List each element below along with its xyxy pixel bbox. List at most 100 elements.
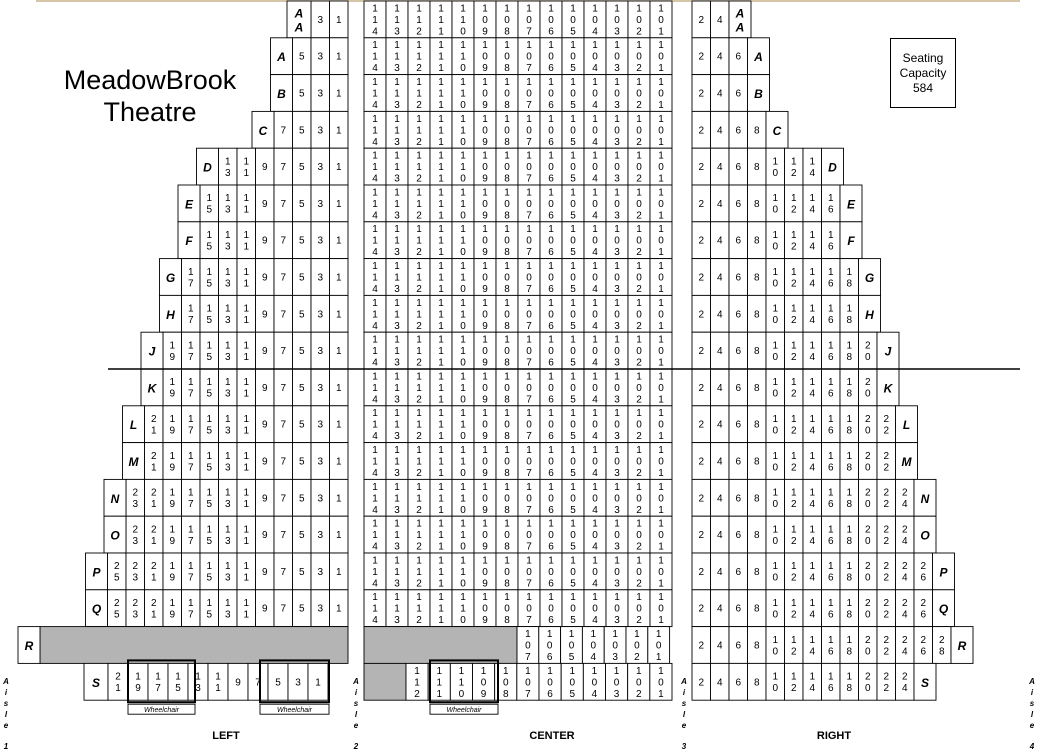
seat-m-101-center[interactable]: 101 [649,442,673,480]
seat-m-8-right[interactable]: 8 [747,442,767,480]
seat-f-3-left[interactable]: 3 [310,221,330,260]
seat-e-12-right[interactable]: 12 [784,184,804,223]
seat-l-108-center[interactable]: 108 [495,405,519,444]
seat-d-111-center[interactable]: 111 [429,147,453,186]
seat-k-1-left[interactable]: 1 [329,368,349,407]
seat-q-1-left[interactable]: 1 [329,589,349,628]
seat-m-112-center[interactable]: 112 [407,442,431,480]
seat-g-3-left[interactable]: 3 [310,258,330,296]
seat-e-101-center[interactable]: 101 [649,184,673,223]
seat-p-18-right[interactable]: 18 [839,552,859,591]
seat-b-2-right[interactable]: 2 [691,74,711,112]
seat-b-113-center[interactable]: 113 [385,74,409,112]
seat-q-108-center[interactable]: 108 [495,589,519,628]
seat-p-26-right[interactable]: 26 [913,552,933,591]
seat-s-110-center[interactable]: 110 [449,662,473,701]
seat-c-107-center[interactable]: 107 [517,110,541,149]
seat-q-101-center[interactable]: 101 [649,589,673,628]
seat-n-11-left[interactable]: 11 [236,478,256,517]
seat-k-13-left[interactable]: 13 [218,368,238,407]
seat-b-3-left[interactable]: 3 [310,74,330,112]
seat-l-112-center[interactable]: 112 [407,405,431,444]
seat-n-105-center[interactable]: 105 [561,478,585,517]
seat-aa-107-center[interactable]: 107 [517,0,541,39]
seat-g-110-center[interactable]: 110 [451,258,475,296]
seat-k-20-right[interactable]: 20 [858,368,878,407]
seat-l-19-left[interactable]: 19 [162,405,182,444]
seat-s-7-left[interactable]: 7 [247,662,269,701]
seat-q-15-left[interactable]: 15 [199,589,219,628]
seat-d-101-center[interactable]: 101 [649,147,673,186]
seat-k-108-center[interactable]: 108 [495,368,519,407]
seat-aa-4-right[interactable]: 4 [710,0,730,39]
seat-h-112-center[interactable]: 112 [407,294,431,333]
seat-r-10-right[interactable]: 10 [765,626,785,664]
seat-a-2-right[interactable]: 2 [691,37,711,76]
seat-j-14-right[interactable]: 14 [802,331,822,370]
seat-d-107-center[interactable]: 107 [517,147,541,186]
seat-k-107-center[interactable]: 107 [517,368,541,407]
seat-r-6-right[interactable]: 6 [728,626,748,664]
seat-j-1-left[interactable]: 1 [329,331,349,370]
seat-r-24-right[interactable]: 24 [895,626,915,664]
seat-p-21-left[interactable]: 21 [144,552,164,591]
seat-n-24-right[interactable]: 24 [895,478,915,517]
seat-g-114-center[interactable]: 114 [363,258,387,296]
seat-d-11-left[interactable]: 11 [236,147,256,186]
seat-k-111-center[interactable]: 111 [429,368,453,407]
seat-q-103-center[interactable]: 103 [605,589,629,628]
seat-l-2-right[interactable]: 2 [691,405,711,444]
seat-r-26-right[interactable]: 26 [913,626,933,664]
seat-j-101-center[interactable]: 101 [649,331,673,370]
seat-c-6-right[interactable]: 6 [728,110,748,149]
seat-q-112-center[interactable]: 112 [407,589,431,628]
seat-o-108-center[interactable]: 108 [495,515,519,554]
seat-h-111-center[interactable]: 111 [429,294,453,333]
seat-q-18-right[interactable]: 18 [839,589,859,628]
seat-k-14-right[interactable]: 14 [802,368,822,407]
seat-k-113-center[interactable]: 113 [385,368,409,407]
seat-m-10-right[interactable]: 10 [765,442,785,480]
seat-k-18-right[interactable]: 18 [839,368,859,407]
seat-aa-111-center[interactable]: 111 [429,0,453,39]
seat-c-104-center[interactable]: 104 [583,110,607,149]
seat-h-103-center[interactable]: 103 [605,294,629,333]
seat-s-106-center[interactable]: 106 [538,662,562,701]
seat-s-5-left[interactable]: 5 [267,662,289,701]
seat-j-5-left[interactable]: 5 [292,331,312,370]
seat-q-11-left[interactable]: 11 [236,589,256,628]
seat-p-6-right[interactable]: 6 [728,552,748,591]
seat-d-10-right[interactable]: 10 [765,147,785,186]
seat-f-16-right[interactable]: 16 [821,221,841,260]
seat-p-25-left[interactable]: 25 [107,552,127,591]
seat-f-108-center[interactable]: 108 [495,221,519,260]
seat-aa-104-center[interactable]: 104 [583,0,607,39]
seat-q-20-right[interactable]: 20 [858,589,878,628]
seat-s-17-left[interactable]: 17 [147,662,169,701]
seat-n-12-right[interactable]: 12 [784,478,804,517]
seat-n-14-right[interactable]: 14 [802,478,822,517]
seat-a-5-left[interactable]: 5 [292,37,312,76]
seat-h-18-right[interactable]: 18 [839,294,859,333]
seat-m-21-left[interactable]: 21 [144,442,164,480]
seat-f-7-left[interactable]: 7 [273,221,293,260]
seat-m-108-center[interactable]: 108 [495,442,519,480]
seat-b-104-center[interactable]: 104 [583,74,607,112]
seat-h-14-right[interactable]: 14 [802,294,822,333]
seat-s-8-right[interactable]: 8 [747,662,767,701]
seat-f-103-center[interactable]: 103 [605,221,629,260]
seat-g-14-right[interactable]: 14 [802,258,822,296]
seat-d-110-center[interactable]: 110 [451,147,475,186]
seat-o-23-left[interactable]: 23 [125,515,145,554]
seat-r-4-right[interactable]: 4 [710,626,730,664]
seat-h-114-center[interactable]: 114 [363,294,387,333]
seat-o-5-left[interactable]: 5 [292,515,312,554]
seat-s-111-center[interactable]: 111 [427,662,451,701]
seat-aa-1-left[interactable]: 1 [329,0,349,39]
seat-l-3-left[interactable]: 3 [310,405,330,444]
seat-a-114-center[interactable]: 114 [363,37,387,76]
seat-j-4-right[interactable]: 4 [710,331,730,370]
seat-aa-2-right[interactable]: 2 [691,0,711,39]
seat-l-10-right[interactable]: 10 [765,405,785,444]
seat-f-13-left[interactable]: 13 [218,221,238,260]
